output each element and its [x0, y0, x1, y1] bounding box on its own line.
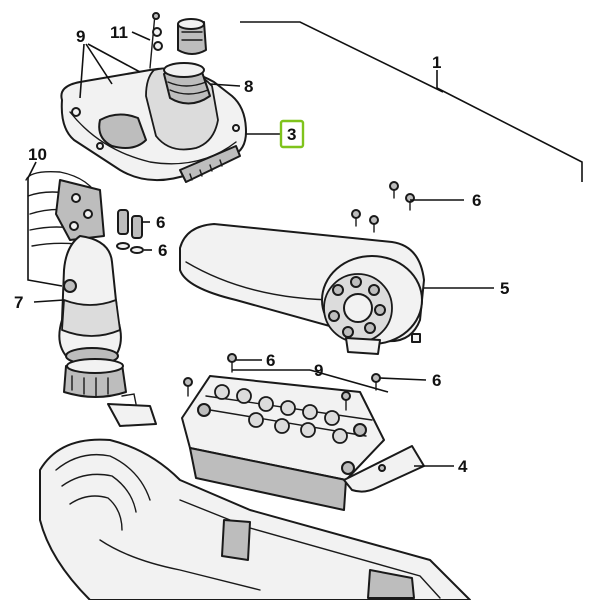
mounting-plate-part-4: [343, 445, 425, 493]
callout-11: 11: [110, 23, 128, 42]
cable-harness-part-10: [25, 170, 105, 247]
highlight-box-part-3: [279, 119, 305, 149]
callout-labels: 1 11 9 8 3 10 6 6 6 7 5 6 9 6 4: [14, 23, 509, 476]
callout-9-mid: 9: [314, 361, 323, 380]
base-housing: [39, 438, 471, 600]
screws-part-6-upper: [351, 181, 415, 233]
callout-7: 7: [14, 293, 23, 312]
clip-bracket: [107, 393, 157, 427]
joystick-knob-part-11: [177, 18, 207, 55]
screws-part-11: [149, 12, 163, 69]
cover-part-5: [179, 223, 425, 355]
control-board-part-9: [181, 375, 385, 511]
callout-9-top: 9: [76, 27, 85, 46]
screws-part-6-left: [116, 209, 144, 254]
leader-lines: [27, 31, 494, 467]
callout-6-right: 6: [432, 371, 441, 390]
handle-grip-part-7: [58, 235, 122, 365]
callout-6-left-b: 6: [158, 241, 167, 260]
callout-10: 10: [28, 145, 47, 164]
callout-6-left-a: 6: [156, 213, 165, 232]
callout-6-mid: 6: [266, 351, 275, 370]
callout-3: 3: [287, 125, 296, 144]
callout-8: 8: [244, 77, 253, 96]
knob-base-ring: [63, 358, 127, 398]
callout-1: 1: [432, 53, 441, 72]
callout-6-upper-right: 6: [472, 191, 481, 210]
callout-4: 4: [458, 457, 468, 476]
assembly-bracket-1: [240, 21, 583, 182]
rubber-boot-part-8: [163, 62, 211, 105]
switch-pins: [197, 384, 367, 444]
callout-5: 5: [500, 279, 509, 298]
